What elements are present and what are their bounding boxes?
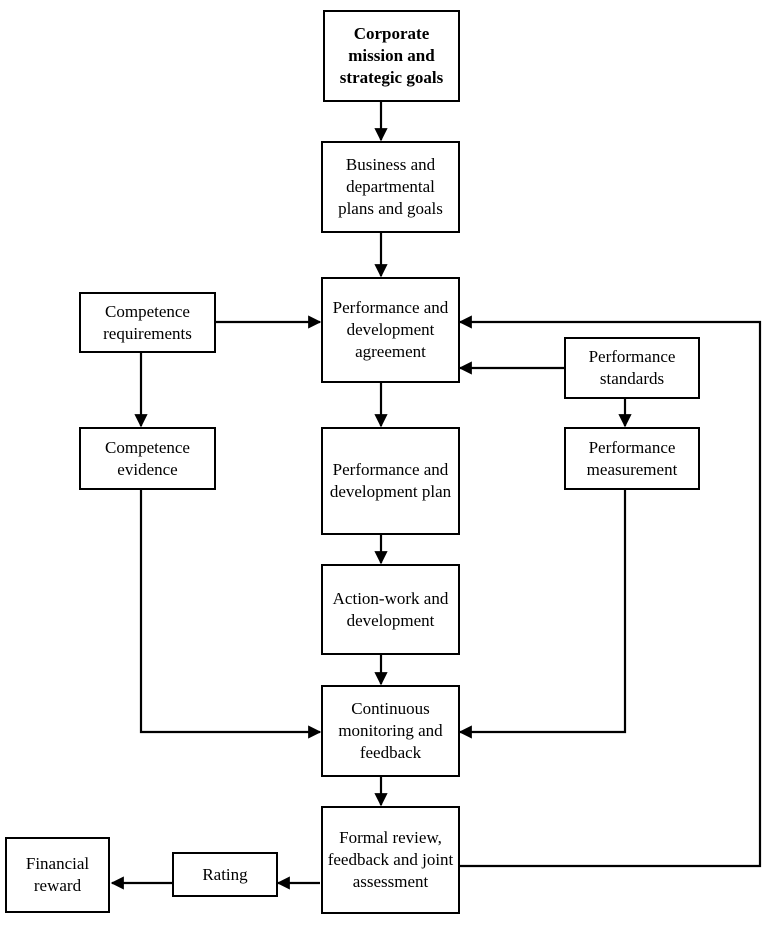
arrow-measurement-to-monitoring [458, 490, 627, 739]
node-financial-reward: Financial reward [5, 837, 110, 913]
node-performance-measurement: Performance measurement [564, 427, 700, 490]
arrow-review-feedback-loop [458, 315, 762, 868]
node-competence-evidence: Competence evidence [79, 427, 216, 490]
node-continuous-monitoring: Continuous monitoring and feedback [321, 685, 460, 777]
node-performance-agreement: Performance and development agreement [321, 277, 460, 383]
node-business-plans: Business and departmental plans and goal… [321, 141, 460, 233]
node-performance-standards: Performance standards [564, 337, 700, 399]
node-performance-plan: Performance and development plan [321, 427, 460, 535]
node-formal-review: Formal review, feedback and joint assess… [321, 806, 460, 914]
arrow-comp-ev-to-monitoring [139, 490, 322, 739]
node-rating: Rating [172, 852, 278, 897]
node-action-work: Action-work and development [321, 564, 460, 655]
node-competence-requirements: Competence requirements [79, 292, 216, 353]
node-corporate-mission: Corporate mission and strategic goals [323, 10, 460, 102]
